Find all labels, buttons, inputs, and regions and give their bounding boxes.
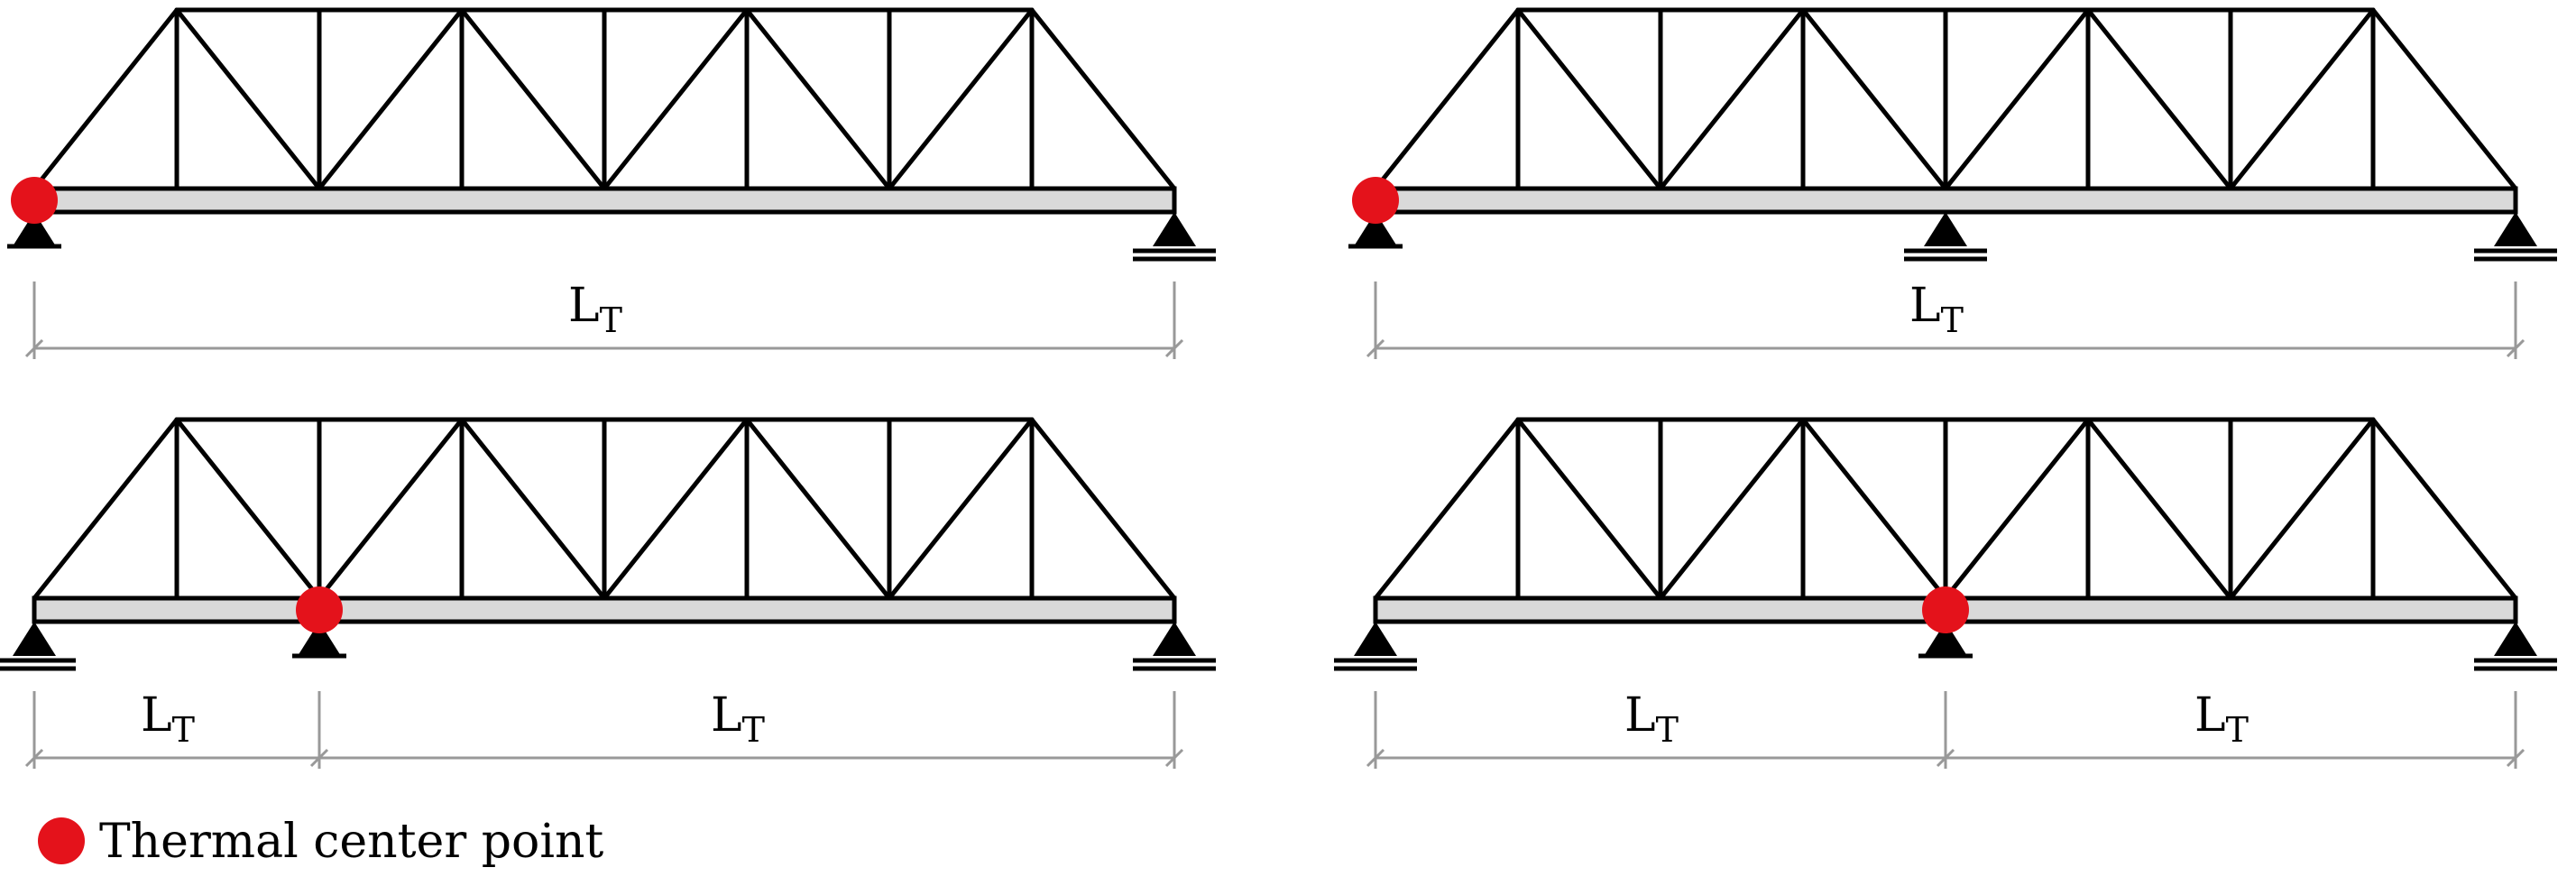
end-post (32, 417, 179, 601)
roller-support (2474, 212, 2557, 262)
end-post (1029, 7, 1177, 191)
span-label-main: L (711, 688, 742, 743)
thermal-center-point (1352, 177, 1399, 224)
pin-support (1348, 212, 1403, 249)
diagonal-member (602, 7, 750, 191)
thermal-center-point (296, 586, 343, 633)
truss-diagram-a: LT (7, 7, 1216, 359)
deck-slab (32, 186, 1177, 215)
diagonal-member (2228, 7, 2376, 191)
diagonal-member (317, 7, 465, 191)
span-label: LT (568, 279, 622, 340)
pin-support (7, 212, 61, 249)
diagonal-member (459, 7, 607, 191)
diagonal-member (459, 417, 607, 601)
span-label-main: L (1909, 279, 1941, 333)
span-label-subscript: T (2226, 710, 2249, 750)
diagonal-member (174, 417, 322, 601)
deck-slab (32, 595, 1177, 624)
span-label-main: L (568, 279, 600, 333)
span-label-subscript: T (742, 710, 765, 750)
diagonal-member (2228, 417, 2376, 601)
legend-label: Thermal center point (99, 815, 603, 869)
span-label-subscript: T (1941, 300, 1964, 340)
diagonal-member (744, 417, 892, 601)
pin-support (292, 622, 346, 659)
span-label-main: L (1624, 688, 1656, 743)
diagonal-member (174, 7, 322, 191)
span-label: LT (1909, 279, 1964, 340)
pin-support (1918, 622, 1973, 659)
thermal-center-point (1922, 586, 1969, 633)
diagonal-member (1800, 7, 1948, 191)
roller-support (2474, 622, 2557, 671)
span-label-subscript: T (172, 710, 195, 750)
legend: Thermal center point (38, 815, 603, 869)
end-post (32, 7, 179, 191)
diagonal-member (602, 417, 750, 601)
diagonal-member (2085, 417, 2233, 601)
truss-members (32, 417, 1177, 601)
truss-members (1373, 417, 2518, 601)
truss-members (1373, 7, 2518, 191)
span-label-main: L (141, 688, 172, 743)
deck-slab (1373, 186, 2518, 215)
roller-support (1133, 212, 1216, 262)
thermal-center-legend-icon (38, 817, 85, 864)
end-post (1373, 417, 1521, 601)
roller-support (0, 622, 76, 671)
end-post (2370, 417, 2518, 601)
span-label: LT (1624, 688, 1679, 750)
thermal-center-point (11, 177, 58, 224)
roller-support (1334, 622, 1417, 671)
span-label: LT (141, 688, 195, 750)
span-label-subscript: T (600, 300, 622, 340)
span-label: LT (711, 688, 765, 750)
span-label-main: L (2194, 688, 2226, 743)
span-label: LT (2194, 688, 2249, 750)
end-post (2370, 7, 2518, 191)
truss-diagram-b: LT (1348, 7, 2557, 359)
diagonal-member (2085, 7, 2233, 191)
end-post (1373, 7, 1521, 191)
truss-members (32, 7, 1177, 191)
dimension-lines (1366, 691, 2525, 769)
diagonal-member (1515, 417, 1663, 601)
diagonal-member (1800, 417, 1948, 601)
diagonal-member (887, 7, 1035, 191)
diagonal-member (1943, 7, 2091, 191)
diagonal-member (1658, 417, 1806, 601)
diagonal-member (887, 417, 1035, 601)
roller-support (1133, 622, 1216, 671)
diagonal-member (317, 417, 465, 601)
diagonal-member (744, 7, 892, 191)
roller-support (1904, 212, 1987, 262)
end-post (1029, 417, 1177, 601)
dimension-lines (24, 281, 1184, 359)
diagonal-member (1658, 7, 1806, 191)
diagonal-member (1515, 7, 1663, 191)
diagonal-member (1943, 417, 2091, 601)
span-label-subscript: T (1656, 710, 1679, 750)
dimension-lines (24, 691, 1184, 769)
dimension-lines (1366, 281, 2525, 359)
